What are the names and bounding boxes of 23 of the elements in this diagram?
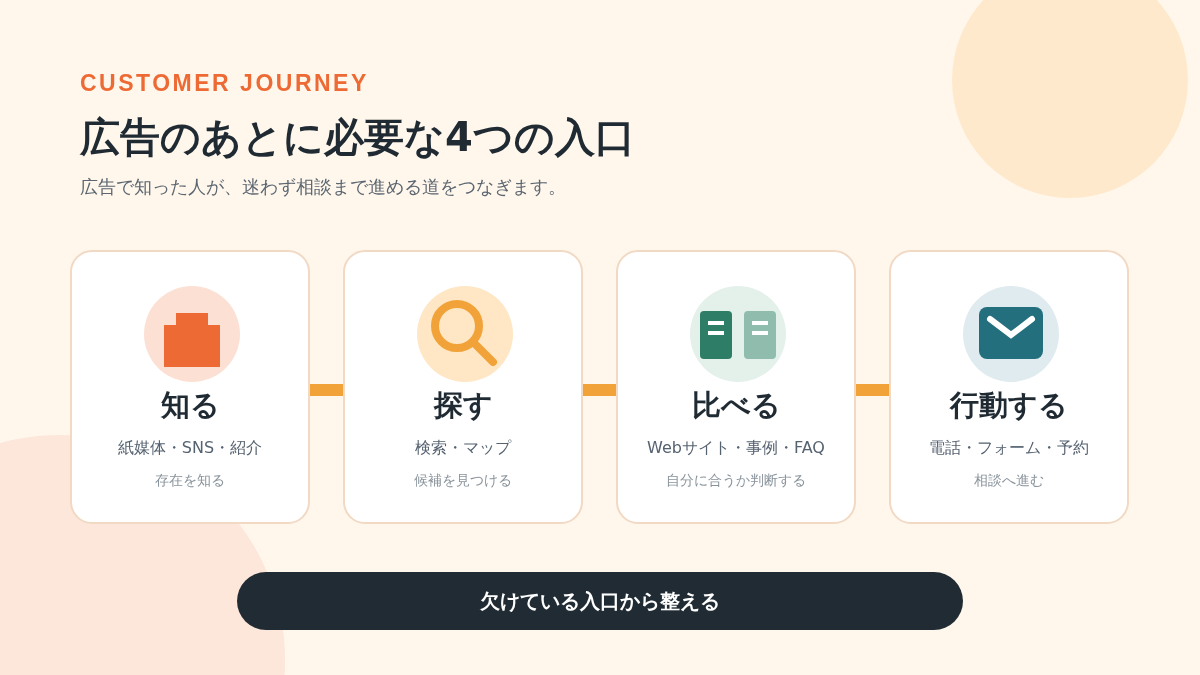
- connector-line: [583, 384, 616, 396]
- step-title: 比べる: [690, 387, 782, 424]
- step-description: 候補を見つける: [413, 472, 513, 490]
- eyebrow-text: CUSTOMER JOURNEY: [80, 70, 369, 97]
- title: 広告のあとに必要な4つの入口: [80, 113, 635, 162]
- channel-list: 電話・フォーム・予約: [895, 438, 1123, 459]
- step-card: [70, 250, 310, 524]
- cta-button: 欠けている入口から整える: [237, 572, 963, 630]
- channel-list: Webサイト・事例・FAQ: [622, 438, 850, 459]
- step-title: 知る: [159, 387, 221, 424]
- step-title: 探す: [432, 387, 494, 424]
- channel-list: 検索・マップ: [349, 438, 577, 459]
- step-title: 行動する: [948, 387, 1069, 424]
- step-description: 存在を知る: [154, 472, 226, 490]
- connector-line: [310, 384, 343, 396]
- step-card: [343, 250, 583, 524]
- subtitle: 広告で知った人が、迷わず相談まで進める道をつなぎます。: [80, 175, 566, 199]
- step-card: [616, 250, 856, 524]
- step-description: 相談へ進む: [973, 472, 1045, 490]
- connector-line: [856, 384, 889, 396]
- step-card: [889, 250, 1129, 524]
- step-description: 自分に合うか判断する: [665, 472, 807, 490]
- channel-list: 紙媒体・SNS・紹介: [76, 438, 304, 459]
